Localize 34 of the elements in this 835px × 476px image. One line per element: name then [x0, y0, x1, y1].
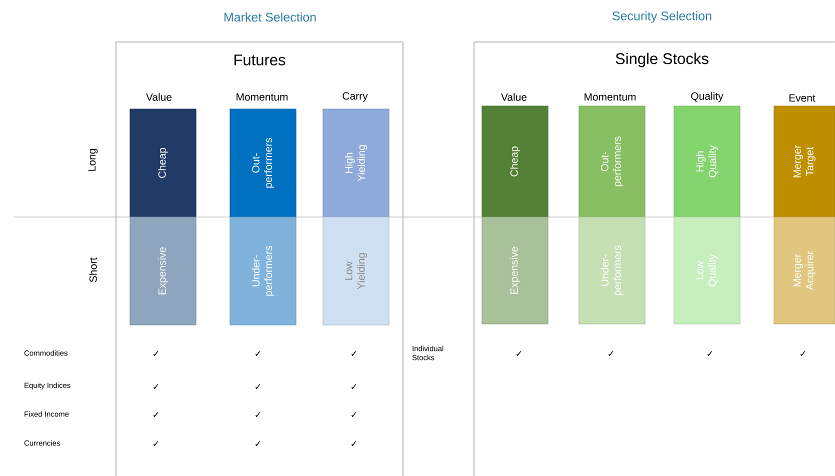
check-mark: ✓: [256, 384, 260, 389]
category-box: Under- performers: [578, 216, 646, 324]
check-mark: ✓: [154, 441, 158, 446]
check-mark: ✓: [256, 441, 260, 446]
check-mark: ✓: [352, 441, 356, 446]
section-heading: Market Selection: [224, 12, 316, 22]
category-box: High Yielding: [322, 108, 390, 218]
category-box: Under- performers: [230, 216, 296, 326]
category-box: Cheap: [482, 106, 548, 218]
check-mark: ✓: [352, 412, 356, 417]
check-mark: ✓: [516, 351, 522, 356]
check-mark: ✓: [708, 351, 712, 356]
category-box: Out- performers: [230, 108, 296, 218]
category-box: Out- performers: [578, 106, 646, 218]
category-box: Cheap: [130, 108, 196, 218]
category-box: Expensive: [130, 216, 196, 326]
check-mark: ✓: [256, 351, 260, 356]
row-header: Short: [89, 258, 97, 282]
check-mark: ✓: [256, 412, 260, 417]
check-mark: ✓: [352, 351, 356, 356]
check-mark: ✓: [154, 412, 158, 417]
category-box: Merger Acquirer: [774, 216, 835, 324]
check-mark: ✓: [800, 351, 806, 356]
category-box: Expensive: [482, 216, 548, 324]
category-box: Merger Target: [774, 106, 835, 218]
section-heading: Security Selection: [612, 11, 712, 23]
check-mark: ✓: [154, 351, 158, 356]
check-mark: ✓: [608, 351, 614, 356]
category-box: Low Yielding: [322, 216, 390, 326]
check-mark: ✓: [352, 384, 356, 389]
category-box: Low Quality: [674, 216, 740, 324]
category-box: High Quality: [674, 106, 740, 218]
row-header: Long: [88, 149, 98, 171]
check-mark: ✓: [154, 384, 158, 389]
